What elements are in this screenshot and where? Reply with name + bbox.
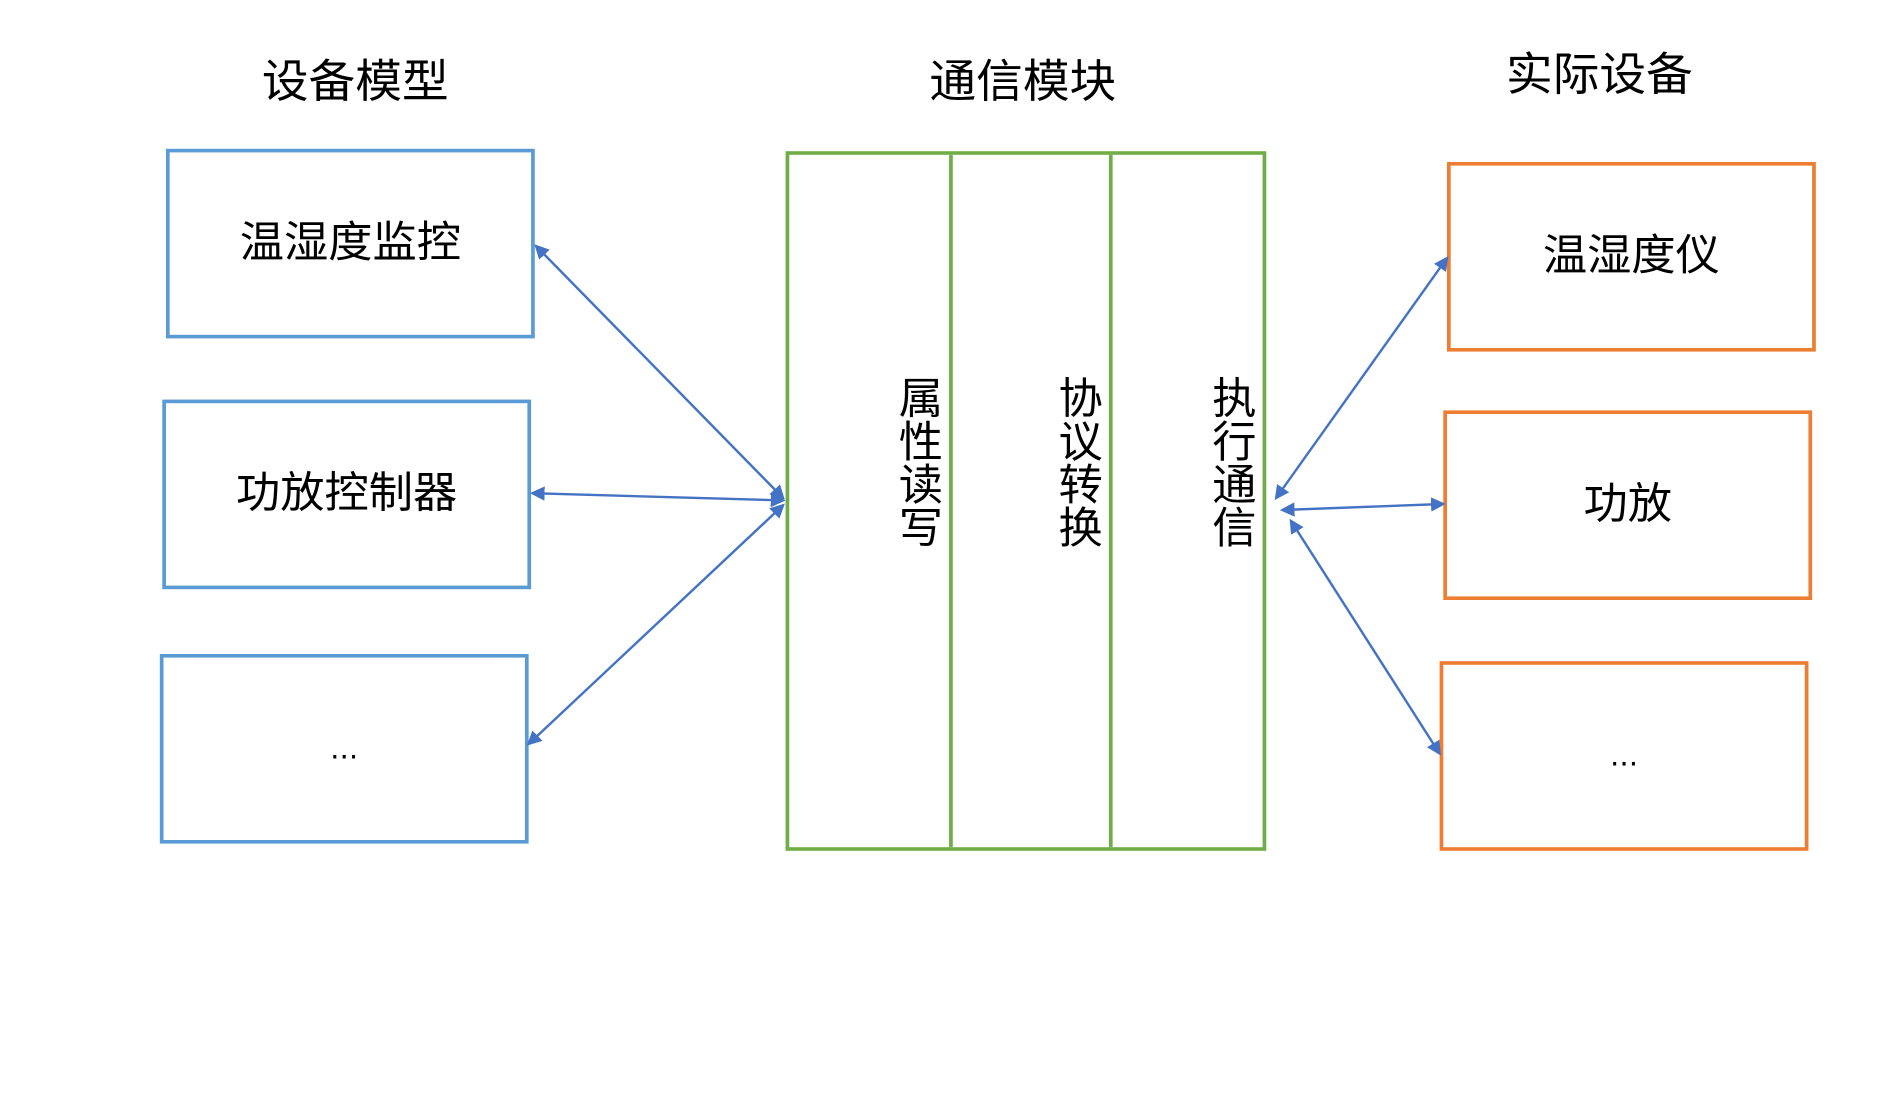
arrow-model-more-to-module — [526, 503, 785, 746]
model-box-more: ... — [159, 654, 529, 844]
arrow-module-to-amplifier — [1279, 497, 1446, 517]
model-box-label: 功放控制器 — [236, 469, 458, 519]
actual-devices-heading: 实际设备 — [1505, 48, 1693, 101]
module-column-property-rw: 属性读写 — [789, 155, 949, 847]
device-box-temp-humidity-meter: 温湿度仪 — [1447, 162, 1816, 352]
module-column-label: 属性读写 — [891, 375, 942, 549]
device-box-amplifier: 功放 — [1443, 410, 1813, 600]
device-box-label: 温湿度仪 — [1542, 231, 1720, 281]
model-box-temp-humidity-monitor: 温湿度监控 — [165, 148, 535, 339]
model-box-label: 温湿度监控 — [239, 218, 462, 268]
arrow-amp-controller-to-module — [529, 486, 786, 508]
module-column-label: 协议转换 — [1051, 375, 1102, 549]
arrow-module-to-temp-meter — [1274, 256, 1449, 500]
device-model-heading: 设备模型 — [261, 55, 449, 109]
arrow-temp-monitor-to-module — [534, 244, 785, 500]
model-box-amplifier-controller: 功放控制器 — [162, 399, 532, 590]
model-box-ellipsis: ... — [330, 732, 359, 766]
module-column-protocol-conversion: 协议转换 — [949, 154, 1109, 848]
module-column-label: 执行通信 — [1204, 375, 1256, 549]
comm-module-box: 属性读写 协议转换 执行通信 — [785, 151, 1267, 851]
module-column-execute-comm: 执行通信 — [1108, 154, 1263, 848]
device-box-label: 功放 — [1583, 480, 1672, 530]
arrow-module-to-device-more — [1289, 518, 1441, 756]
device-box-more: ... — [1439, 661, 1809, 851]
comm-module-heading: 通信模块 — [929, 55, 1117, 109]
device-box-ellipsis: ... — [1609, 739, 1639, 773]
